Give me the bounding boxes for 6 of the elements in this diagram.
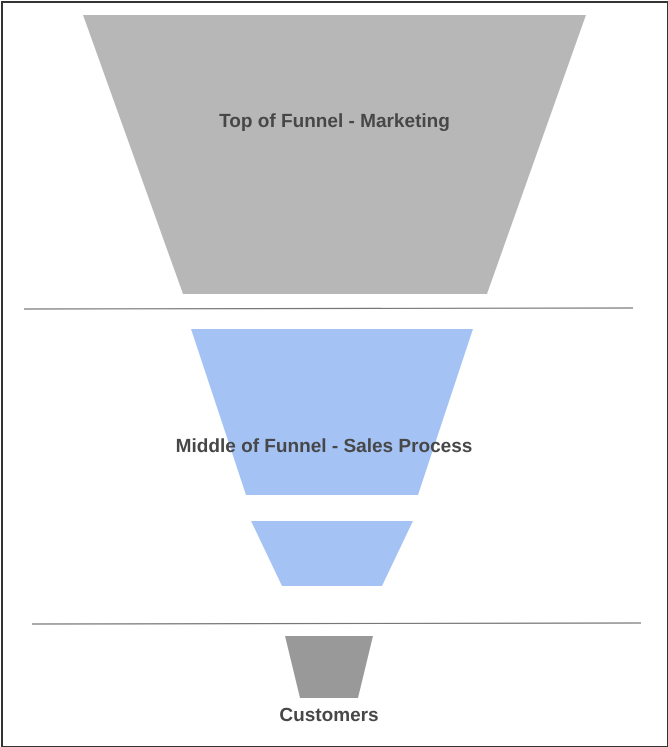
segment-caption: Customers — [278, 705, 380, 727]
funnel-segment — [285, 636, 373, 698]
funnel-segment — [251, 521, 413, 586]
segment-label: Top of Funnel - Marketing — [218, 111, 451, 133]
segment-label: Middle of Funnel - Sales Process — [174, 436, 474, 458]
funnel-segment — [83, 15, 586, 294]
